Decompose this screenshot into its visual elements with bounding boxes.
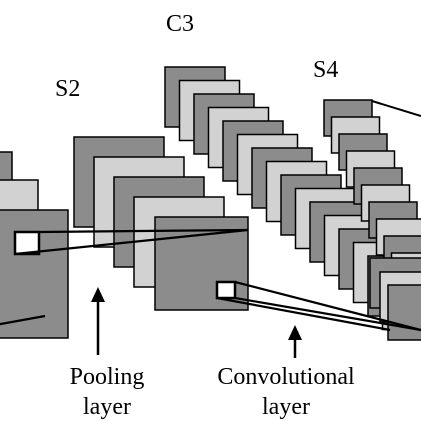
- connection-line: [234, 296, 421, 332]
- input-feature-maps: [0, 151, 69, 339]
- receptive-window: [215, 280, 237, 300]
- receptive-window: [13, 230, 41, 256]
- s2-to-c3-connections: [216, 280, 421, 332]
- s2-feature-maps: [73, 136, 249, 311]
- label-s2: S2: [55, 76, 80, 102]
- connection-line: [234, 280, 421, 332]
- connection-line: [216, 296, 391, 332]
- convolutional-caption-line1: Convolutional: [217, 364, 355, 390]
- connection-line: [371, 100, 421, 117]
- convolutional-caption-line2: layer: [262, 394, 310, 420]
- feature-map: [387, 284, 421, 341]
- pooling-arrow: [91, 287, 105, 355]
- connection-line: [38, 228, 249, 234]
- connection-line: [14, 228, 249, 256]
- convolutional-arrow: [288, 325, 302, 358]
- label-c3: C3: [166, 11, 194, 37]
- label-s4: S4: [313, 57, 338, 83]
- connection-line: [0, 314, 46, 326]
- s4-feature-maps: [323, 99, 421, 341]
- pooling-caption-line2: layer: [83, 394, 131, 420]
- pooling-caption-line1: Pooling: [70, 364, 145, 390]
- input-to-s2-connections: [0, 228, 249, 326]
